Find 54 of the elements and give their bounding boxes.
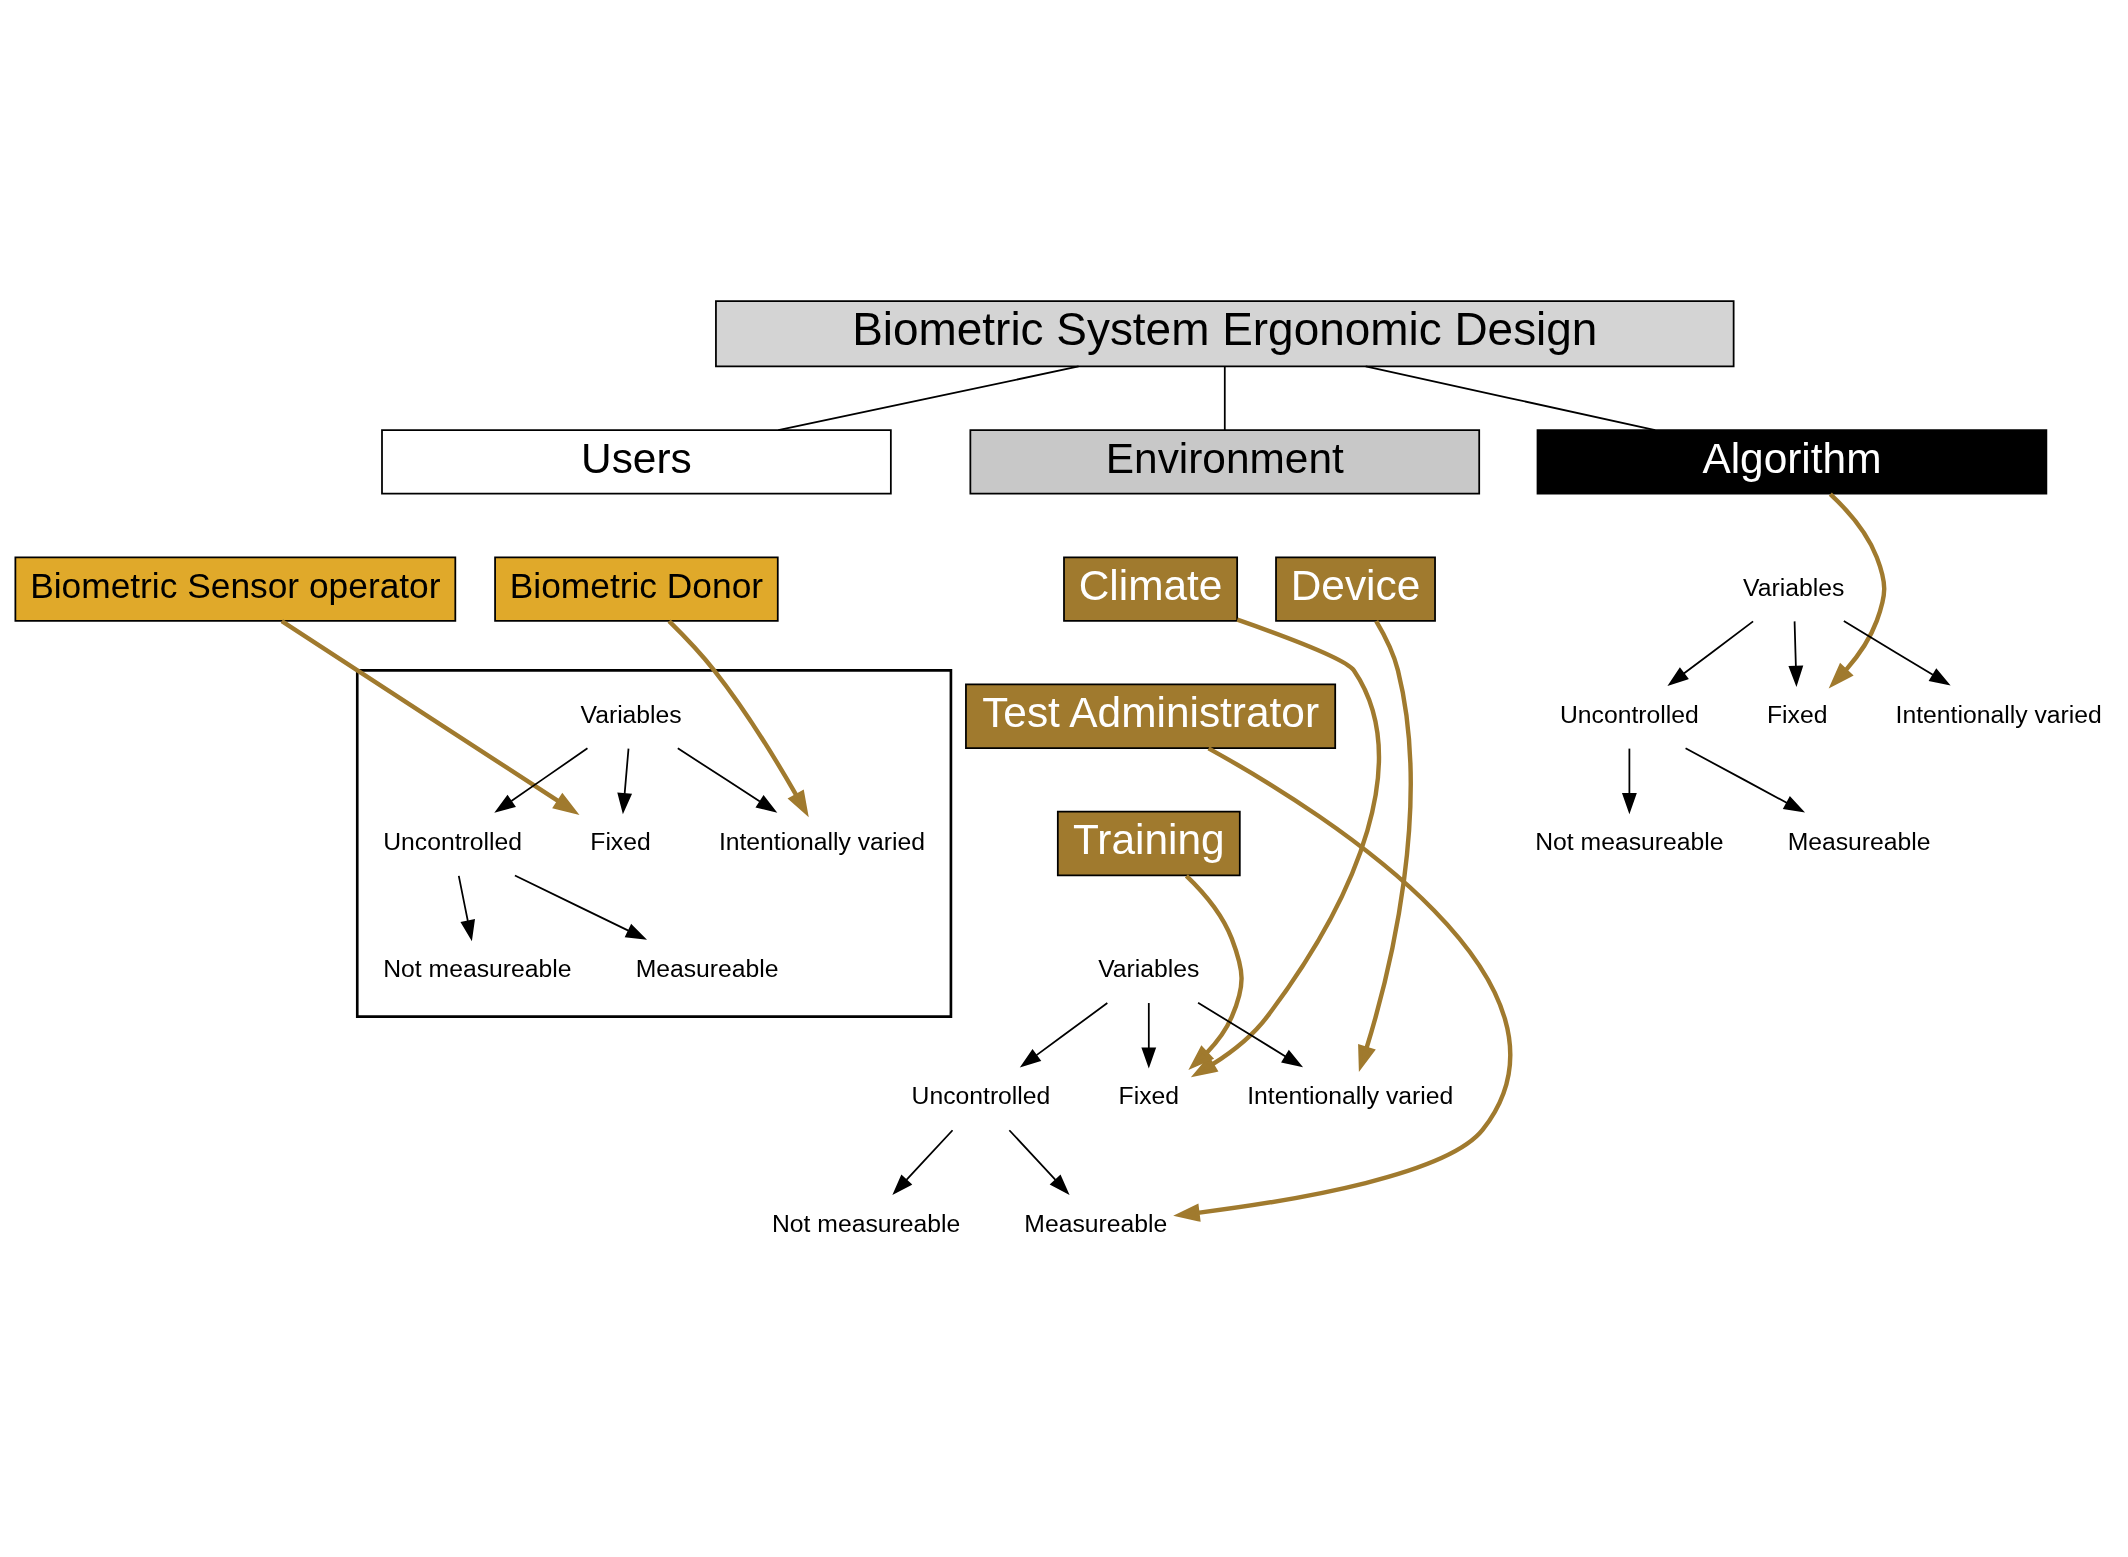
arrow (1184, 873, 1244, 1070)
arrow (892, 1128, 954, 1195)
node-box: Algorithm (1536, 428, 2048, 495)
arrow (1008, 1128, 1070, 1195)
node-box: Device (1275, 555, 1436, 622)
arrow (1197, 1001, 1304, 1067)
node-text: Fixed (1767, 700, 1828, 728)
arrow (1621, 747, 1637, 814)
node-text: Variables (580, 700, 682, 728)
arrow (1358, 619, 1413, 1072)
node-text: Fixed (590, 827, 651, 855)
node-box: Users (381, 428, 892, 495)
arrow (676, 746, 778, 813)
node-box: Training (1056, 810, 1241, 876)
arrow (617, 747, 633, 814)
node-text: Intentionally varied (718, 827, 925, 855)
node-text: Uncontrolled (911, 1081, 1051, 1109)
connector (1364, 365, 1657, 431)
node-box: Climate (1063, 555, 1239, 622)
node-text: Variables (1743, 573, 1845, 601)
cluster (355, 668, 953, 1018)
arrow (280, 618, 580, 815)
node-text: Not measureable (1535, 827, 1724, 855)
arrow (1684, 746, 1806, 813)
node-text: Uncontrolled (383, 827, 523, 855)
node-text: Measureable (635, 954, 779, 982)
arrow (1842, 619, 1951, 686)
node-box: Biometric Donor (494, 555, 779, 622)
connector (777, 365, 1080, 431)
arrow (457, 874, 475, 941)
node-box: Biometric System Ergonomic Design (715, 299, 1735, 367)
arrow (1667, 620, 1754, 686)
arrow (1141, 1001, 1157, 1069)
arrow (1788, 620, 1804, 687)
arrow (667, 619, 809, 817)
node-text: Variables (1098, 954, 1200, 982)
arrow (494, 746, 589, 813)
node-text: Intentionally varied (1895, 700, 2102, 728)
arrow (1173, 745, 1513, 1222)
node-box: Biometric Sensor operator (14, 555, 457, 622)
arrow (1019, 1001, 1109, 1068)
arrow (514, 874, 648, 940)
node-text: Not measureable (771, 1209, 961, 1237)
node-box: Environment (969, 428, 1481, 495)
node-text: Intentionally varied (1247, 1081, 1454, 1109)
node-text: Fixed (1118, 1081, 1180, 1109)
arrow (1828, 491, 1887, 689)
connector (1223, 365, 1226, 431)
node-text: Uncontrolled (1560, 700, 1699, 728)
node-text: Measureable (1787, 827, 1931, 855)
arrow (1190, 617, 1381, 1077)
node-box: Test Administrator (965, 683, 1337, 749)
node-text: Not measureable (383, 954, 572, 982)
node-text: Measureable (1024, 1209, 1168, 1237)
